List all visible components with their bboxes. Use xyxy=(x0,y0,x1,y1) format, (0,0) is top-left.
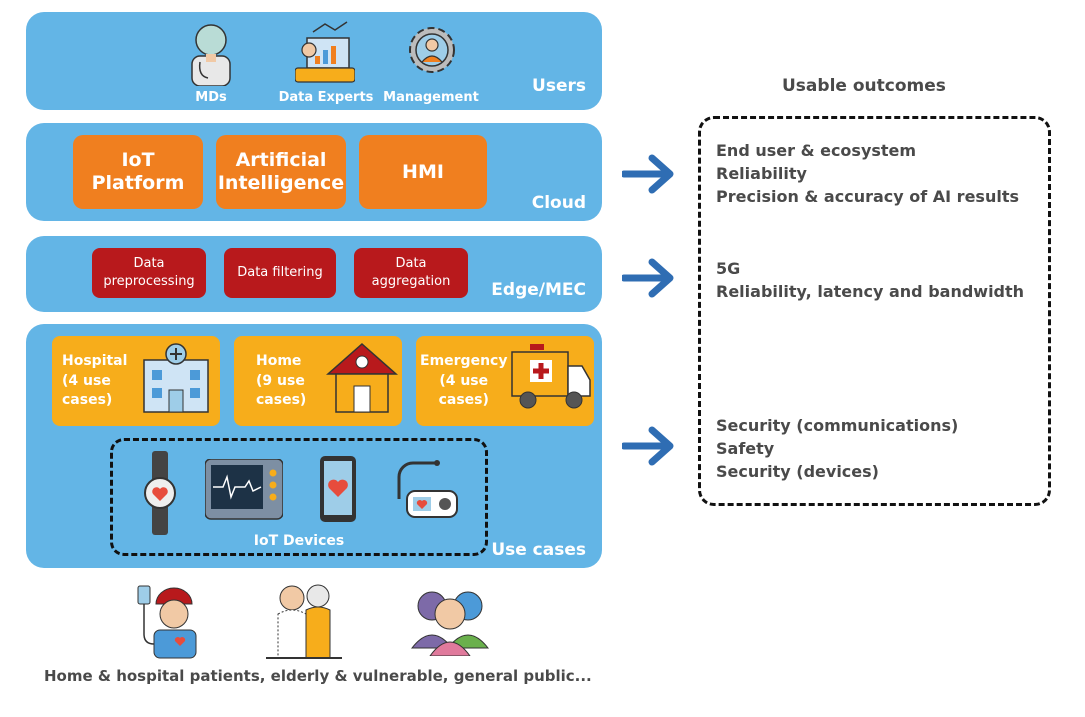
data-filtering-box: Data filtering xyxy=(224,248,336,298)
outcome-cloud-1: End user & ecosystem xyxy=(716,141,917,160)
site-home-label: Home (9 use cases) xyxy=(256,353,307,409)
iot-devices-label: IoT Devices xyxy=(253,533,345,549)
layer-title-cloud: Cloud xyxy=(531,193,586,213)
arrow-right-icon xyxy=(622,258,674,298)
arrow-right-icon xyxy=(622,426,674,466)
use-cases-layer: Hospital (4 use cases) Home (9 use cases… xyxy=(26,324,602,568)
gear-person-icon xyxy=(409,27,455,73)
arrow-right-icon xyxy=(622,154,674,194)
smartwatch-icon xyxy=(144,451,176,535)
data-aggregation-box: Data aggregation xyxy=(354,248,468,298)
outcomes-title: Usable outcomes xyxy=(782,76,946,96)
outcome-edge-1: 5G xyxy=(716,259,741,278)
smartphone-icon xyxy=(320,456,356,522)
outcome-use-2: Safety xyxy=(716,439,775,458)
house-icon xyxy=(326,342,398,413)
site-hospital-label: Hospital (4 use cases) xyxy=(62,353,128,409)
ambulance-icon xyxy=(511,344,591,409)
outcome-edge-2: Reliability, latency and bandwidth xyxy=(716,282,1025,301)
outcome-cloud-3: Precision & accuracy of AI results xyxy=(716,187,1019,206)
layer-title-use-cases: Use cases xyxy=(491,540,586,560)
site-home: Home (9 use cases) xyxy=(234,336,402,426)
layer-title-edge: Edge/MEC xyxy=(491,280,586,300)
data-preprocessing-box: Data preprocessing xyxy=(92,248,206,298)
patient-icon xyxy=(137,585,197,659)
doctor-icon xyxy=(191,24,231,86)
edge-layer: Data preprocessing Data filtering Data a… xyxy=(26,236,602,312)
ai-box: Artificial Intelligence xyxy=(216,135,346,209)
outcome-use-3: Security (devices) xyxy=(716,462,879,481)
hmi-box: HMI xyxy=(359,135,487,209)
group-people-icon xyxy=(410,591,490,656)
user-label-management: Management xyxy=(383,90,479,105)
users-layer: MDs Data Experts Management Users xyxy=(26,12,602,110)
data-analyst-icon xyxy=(295,21,355,83)
footer-caption: Home & hospital patients, elderly & vuln… xyxy=(44,667,592,685)
user-label-mds: MDs xyxy=(195,90,227,105)
hospital-icon xyxy=(143,343,209,413)
elderly-icon xyxy=(266,584,342,659)
site-emergency: Emergency (4 use cases) xyxy=(416,336,594,426)
insulin-pump-icon xyxy=(397,460,458,518)
layer-title-users: Users xyxy=(532,76,586,96)
iot-platform-box: IoT Platform xyxy=(73,135,203,209)
cloud-layer: IoT Platform Artificial Intelligence HMI… xyxy=(26,123,602,221)
site-hospital: Hospital (4 use cases) xyxy=(52,336,220,426)
outcome-cloud-2: Reliability xyxy=(716,164,807,183)
user-label-data-experts: Data Experts xyxy=(278,90,374,105)
monitor-icon xyxy=(205,459,283,520)
site-emergency-label: Emergency (4 use cases) xyxy=(420,353,508,409)
outcome-use-1: Security (communications) xyxy=(716,416,959,435)
iot-devices-group: IoT Devices xyxy=(110,438,488,556)
outcomes-box xyxy=(698,116,1051,506)
